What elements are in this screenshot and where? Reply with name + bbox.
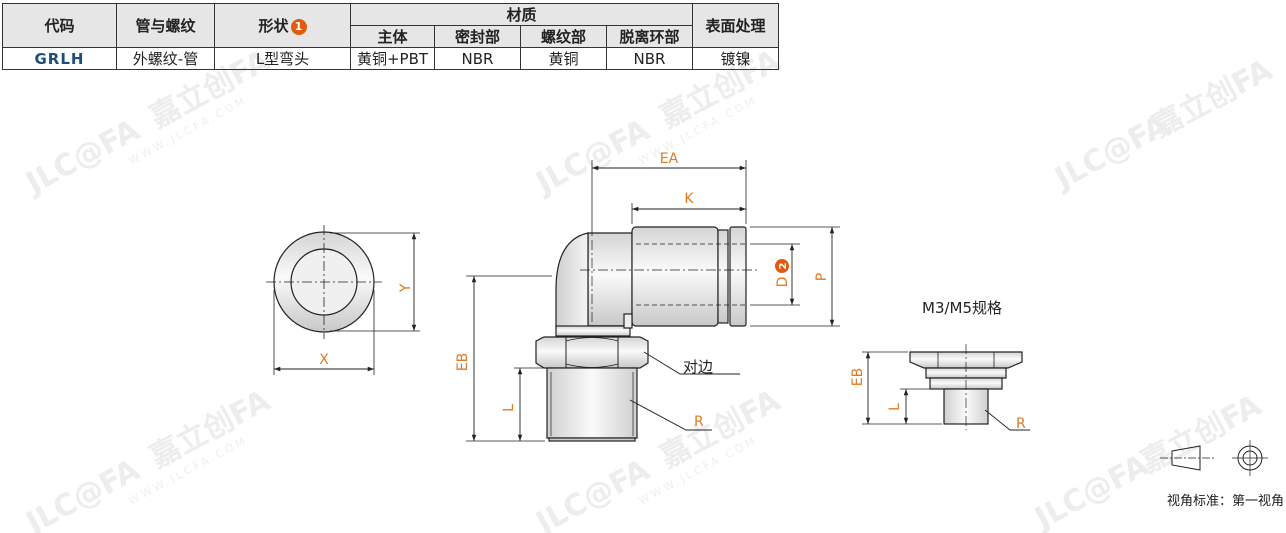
header-thread-part: 螺纹部 bbox=[520, 25, 607, 48]
table-row: GRLH 外螺纹-管 L型弯头 黄铜+PBT NBR 黄铜 NBR 镀镍 bbox=[2, 47, 779, 70]
dim-l-m3: L bbox=[887, 403, 903, 411]
dim-x: X bbox=[319, 352, 329, 368]
end-view bbox=[266, 225, 420, 375]
dim-eb: EB bbox=[455, 353, 471, 371]
dim-r-m3: R bbox=[1016, 416, 1026, 432]
hex-label: 对边 bbox=[683, 358, 713, 376]
note-badge: 1 bbox=[290, 19, 307, 35]
dim-d: D bbox=[775, 277, 791, 288]
dim-k: K bbox=[684, 191, 694, 207]
cell-release-ring: NBR bbox=[606, 47, 693, 70]
note-badge-2: 2 bbox=[778, 262, 789, 269]
dim-y: Y bbox=[398, 283, 414, 293]
cell-body: 黄铜+PBT bbox=[350, 47, 435, 70]
header-seal: 密封部 bbox=[434, 25, 521, 48]
cell-surface: 镀镍 bbox=[692, 47, 779, 70]
header-thread: 管与螺纹 bbox=[116, 3, 215, 48]
header-shape-label: 形状 bbox=[258, 17, 289, 35]
m3m5-view bbox=[862, 344, 1030, 431]
projection-note: 视角标准：第一视角 bbox=[1167, 494, 1284, 509]
dim-eb-m3: EB bbox=[850, 368, 866, 386]
header-code: 代码 bbox=[2, 3, 117, 48]
cell-thread-part: 黄铜 bbox=[520, 47, 607, 70]
dim-l: L bbox=[501, 404, 517, 412]
dim-d-group: D 2 bbox=[775, 259, 791, 287]
cell-code: GRLH bbox=[2, 47, 117, 70]
header-material: 材质 bbox=[350, 3, 693, 26]
dim-p: P bbox=[814, 273, 830, 281]
cell-seal: NBR bbox=[434, 47, 521, 70]
dim-r: R bbox=[694, 414, 704, 430]
m3m5-title: M3/M5规格 bbox=[922, 299, 1002, 317]
dim-ea: EA bbox=[660, 151, 679, 167]
first-angle-projection-icon bbox=[1160, 440, 1268, 476]
header-surface: 表面处理 bbox=[692, 3, 779, 48]
cell-thread: 外螺纹-管 bbox=[116, 47, 215, 70]
header-release-ring: 脱离环部 bbox=[606, 25, 693, 48]
cell-shape: L型弯头 bbox=[214, 47, 351, 70]
elbow-side-view bbox=[466, 160, 840, 442]
